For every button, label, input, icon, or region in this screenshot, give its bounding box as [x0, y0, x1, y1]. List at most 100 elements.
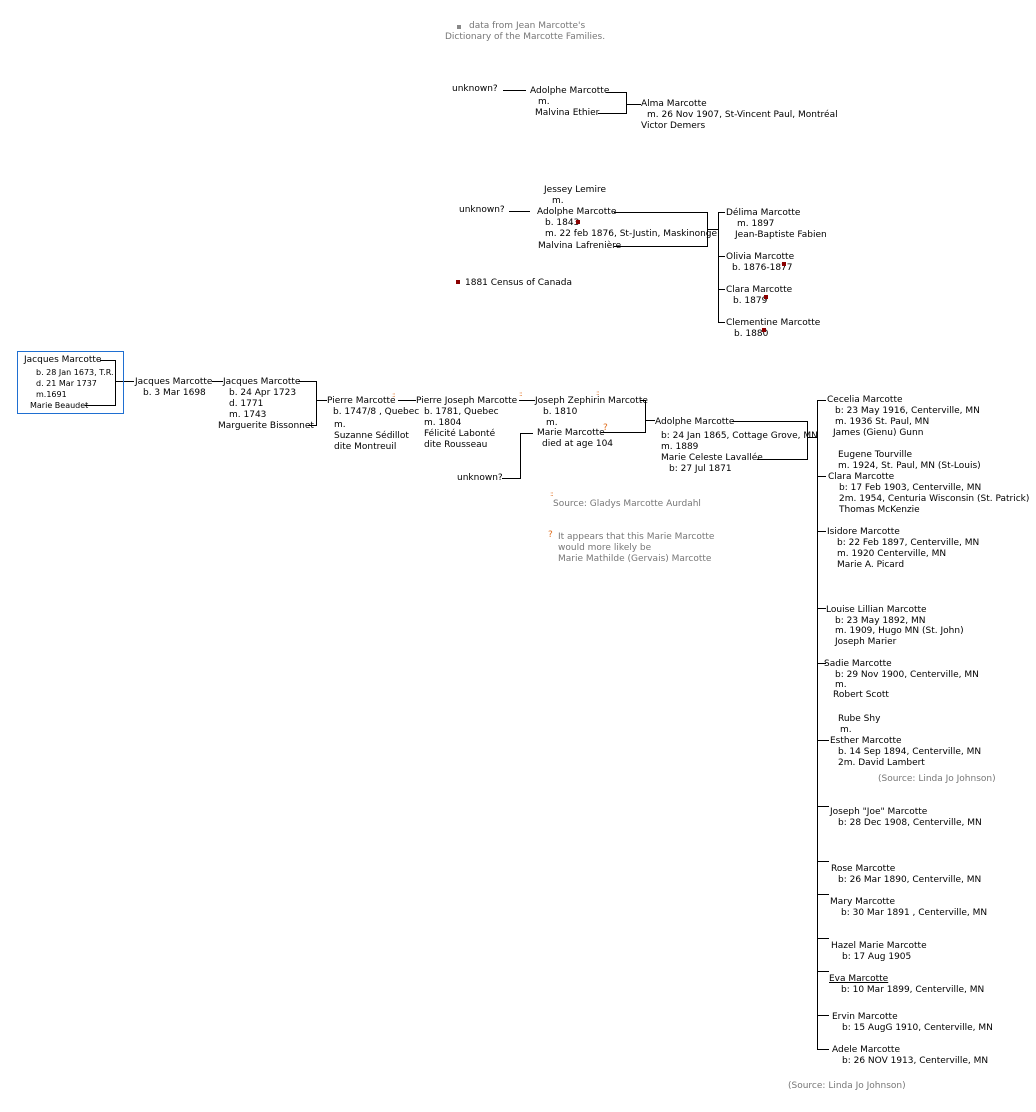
gen1-name: Jacques Marcotte	[24, 355, 102, 365]
child-hazel-name: Hazel Marie Marcotte	[831, 941, 927, 951]
source-esther: (Source: Linda Jo Johnson)	[878, 774, 996, 784]
child-rose-birth: b: 26 Mar 1890, Centerville, MN	[838, 875, 982, 885]
gen3-marriage: m. 1743	[229, 410, 267, 420]
olivia-birth: b. 1876-1877	[732, 263, 793, 273]
olivia-name: Olivia Marcotte	[726, 252, 795, 262]
gladys-source-mark-icon: ::	[519, 390, 523, 398]
gen4-name: Pierre Marcotte	[327, 396, 396, 406]
child-isidore-marriage: m. 1920 Centerville, MN	[837, 549, 947, 559]
census-mark-icon	[764, 295, 768, 299]
alma-father-married: m.	[538, 97, 550, 107]
gen7-marriage: m. 1889	[661, 442, 699, 452]
child-clara-birth: b: 17 Feb 1903, Centerville, MN	[839, 483, 982, 493]
census-mark-icon	[576, 220, 580, 224]
child-joseph-birth: b: 28 Dec 1908, Centerville, MN	[838, 818, 982, 828]
clementine-birth: b. 1880	[734, 329, 769, 339]
note-line1: It appears that this Marie Marcotte	[558, 532, 715, 542]
gen5-birth: b. 1781, Quebec	[424, 407, 499, 417]
gen3-birth: b. 24 Apr 1723	[229, 388, 297, 398]
child-ervin-name: Ervin Marcotte	[832, 1012, 898, 1022]
legend-census: 1881 Census of Canada	[465, 278, 573, 288]
gen5-name: Pierre Joseph Marcotte	[416, 396, 518, 406]
child-mary-name: Mary Marcotte	[830, 897, 895, 907]
gen6-name: Joseph Zephirin Marcotte	[535, 396, 648, 406]
alma-marriage: m. 26 Nov 1907, St-Vincent Paul, Montréa…	[647, 110, 838, 120]
lemire-m1: m.	[552, 196, 564, 206]
child-sadie-birth: b: 29 Nov 1900, Centerville, MN	[835, 670, 979, 680]
child-clara-name: Clara Marcotte	[828, 472, 895, 482]
gen5-marriage: m. 1804	[424, 418, 462, 428]
census-mark-icon	[782, 262, 786, 266]
jean-data-square-icon	[457, 25, 461, 29]
legend-jean-line2: Dictionary of the Marcotte Families.	[445, 32, 606, 42]
gladys-source-mark-icon: ::	[550, 490, 554, 498]
child-adele-name: Adele Marcotte	[832, 1045, 900, 1055]
lemire-adolphe: Adolphe Marcotte	[537, 207, 617, 217]
source-gladys: Source: Gladys Marcotte Aurdahl	[553, 499, 701, 509]
lemire-unknown-label: unknown?	[459, 205, 505, 215]
gen6-spouse-death: died at age 104	[542, 439, 614, 449]
child-sadie-name: Sadie Marcotte	[824, 659, 892, 669]
child-clara-spouse: Thomas McKenzie	[839, 505, 920, 515]
legend-jean-line1: data from Jean Marcotte's	[469, 21, 586, 31]
child-mary-birth: b: 30 Mar 1891 , Centerville, MN	[841, 908, 988, 918]
gen1-birth: b. 28 Jan 1673, T.R.	[36, 368, 114, 377]
gen4-spouse: Suzanne Sédillot	[334, 431, 409, 441]
gen3-name: Jacques Marcotte	[223, 377, 301, 387]
child-sadie-married: m.	[835, 680, 847, 690]
child-louise-spouse: Joseph Marier	[835, 637, 897, 647]
gladys-source-mark-icon: ::	[392, 391, 396, 399]
gen6-unknown-label: unknown?	[457, 473, 503, 483]
gen3-death: d. 1771	[229, 399, 264, 409]
gen1-marriage: m.1691	[36, 390, 67, 399]
child-cecelia-birth: b: 23 May 1916, Centerville, MN	[835, 406, 980, 416]
gen4-birth: b. 1747/8 , Quebec	[333, 407, 420, 417]
gen5-spouse-dite: dite Rousseau	[424, 440, 488, 450]
source-bottom: (Source: Linda Jo Johnson)	[788, 1081, 906, 1091]
child-cecelia-spouse: James (Gienu) Gunn	[833, 428, 924, 438]
child-esther-name: Esther Marcotte	[830, 736, 902, 746]
gladys-source-mark-icon: ::	[596, 389, 600, 397]
note-line2: would more likely be	[558, 543, 652, 553]
census-mark-icon	[762, 328, 766, 332]
gen5-spouse: Félicité Labonté	[424, 429, 496, 439]
question-mark-icon: ?	[548, 530, 553, 540]
alma-spouse: Victor Demers	[641, 121, 706, 131]
eugene-tourville-marriage: m. 1924, St. Paul, MN (St-Louis)	[838, 461, 981, 471]
root-ancestor-box	[17, 351, 124, 414]
lemire-birth: b. 1843	[545, 218, 580, 228]
gen7-name: Adolphe Marcotte	[655, 417, 735, 427]
child-esther-marriage: 2m. David Lambert	[838, 758, 925, 768]
lemire-malvina: Malvina Lafrenière	[538, 241, 622, 251]
alma-name: Alma Marcotte	[641, 99, 707, 109]
child-cecelia-name: Cecelia Marcotte	[827, 395, 903, 405]
gen1-spouse: Marie Beaudet	[30, 401, 89, 410]
lemire-jessey: Jessey Lemire	[544, 185, 606, 195]
child-esther-birth: b. 14 Sep 1894, Centerville, MN	[838, 747, 982, 757]
child-sadie-spouse: Robert Scott	[833, 690, 889, 700]
clementine-name: Clementine Marcotte	[726, 318, 821, 328]
gen2-birth: b. 3 Mar 1698	[143, 388, 206, 398]
gen6-married: m.	[546, 418, 558, 428]
child-eva-link[interactable]: Eva Marcotte	[829, 974, 889, 984]
rube-shy-name: Rube Shy	[838, 714, 881, 724]
gen7-spouse-birth: b: 27 Jul 1871	[669, 464, 732, 474]
delima-spouse: Jean-Baptiste Fabien	[735, 230, 827, 240]
child-joseph-name: Joseph "Joe" Marcotte	[830, 807, 928, 817]
delima-marriage: m. 1897	[737, 219, 775, 229]
alma-mother-name: Malvina Ethier	[535, 108, 600, 118]
gen2-name: Jacques Marcotte	[135, 377, 213, 387]
delima-name: Délima Marcotte	[726, 208, 801, 218]
clara-1879-birth: b. 1879	[733, 296, 768, 306]
child-isidore-birth: b: 22 Feb 1897, Centerville, MN	[837, 538, 980, 548]
gen6-spouse: Marie Marcotte	[537, 428, 605, 438]
note-line3: Marie Mathilde (Gervais) Marcotte	[558, 554, 712, 564]
gen4-married: m.	[334, 420, 346, 430]
rube-shy-married: m.	[840, 725, 852, 735]
gen4-spouse-dite: dite Montreuil	[334, 442, 397, 452]
child-rose-name: Rose Marcotte	[831, 864, 896, 874]
child-eva-birth: b: 10 Mar 1899, Centerville, MN	[841, 985, 985, 995]
child-isidore-spouse: Marie A. Picard	[837, 560, 905, 570]
eugene-tourville-name: Eugene Tourville	[838, 450, 912, 460]
